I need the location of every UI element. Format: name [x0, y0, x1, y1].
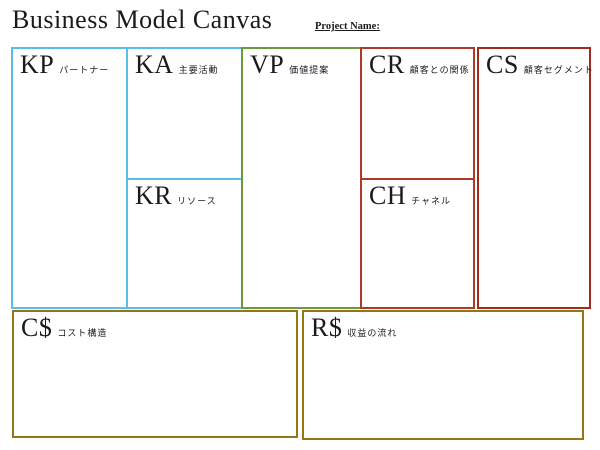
block-code: KR — [135, 181, 173, 210]
block-channels: CH チャネル — [360, 178, 475, 309]
block-sublabel: コスト構造 — [57, 328, 108, 338]
project-name-label: Project Name: — [315, 21, 380, 32]
block-value-proposition: VP 価値提案 — [241, 47, 362, 309]
block-code: KA — [135, 50, 174, 79]
block-customer-relationships: CR 顧客との関係 — [360, 47, 475, 180]
block-code: CH — [369, 181, 407, 210]
page-title: Business Model Canvas — [12, 5, 273, 34]
block-key-partners: KP パートナー — [11, 47, 128, 309]
block-sublabel: パートナー — [59, 65, 110, 75]
block-sublabel: チャネル — [411, 196, 452, 206]
block-code: VP — [250, 50, 285, 79]
block-key-activities: KA 主要活動 — [126, 47, 243, 180]
block-sublabel: 顧客セグメント — [523, 65, 594, 75]
block-sublabel: リソース — [177, 196, 217, 206]
block-code: CR — [369, 50, 405, 79]
block-cost-structure: C$ コスト構造 — [12, 310, 298, 438]
block-sublabel: 収益の流れ — [347, 328, 398, 338]
block-sublabel: 価値提案 — [289, 65, 330, 75]
block-key-resources: KR リソース — [126, 178, 243, 309]
block-code: C$ — [21, 313, 53, 342]
block-code: KP — [20, 50, 55, 79]
block-customer-segments: CS 顧客セグメント — [477, 47, 594, 309]
block-revenue-streams: R$ 収益の流れ — [302, 310, 584, 440]
block-sublabel: 主要活動 — [178, 65, 219, 75]
block-code: R$ — [311, 313, 343, 342]
block-code: CS — [486, 50, 519, 79]
block-sublabel: 顧客との関係 — [409, 65, 470, 75]
